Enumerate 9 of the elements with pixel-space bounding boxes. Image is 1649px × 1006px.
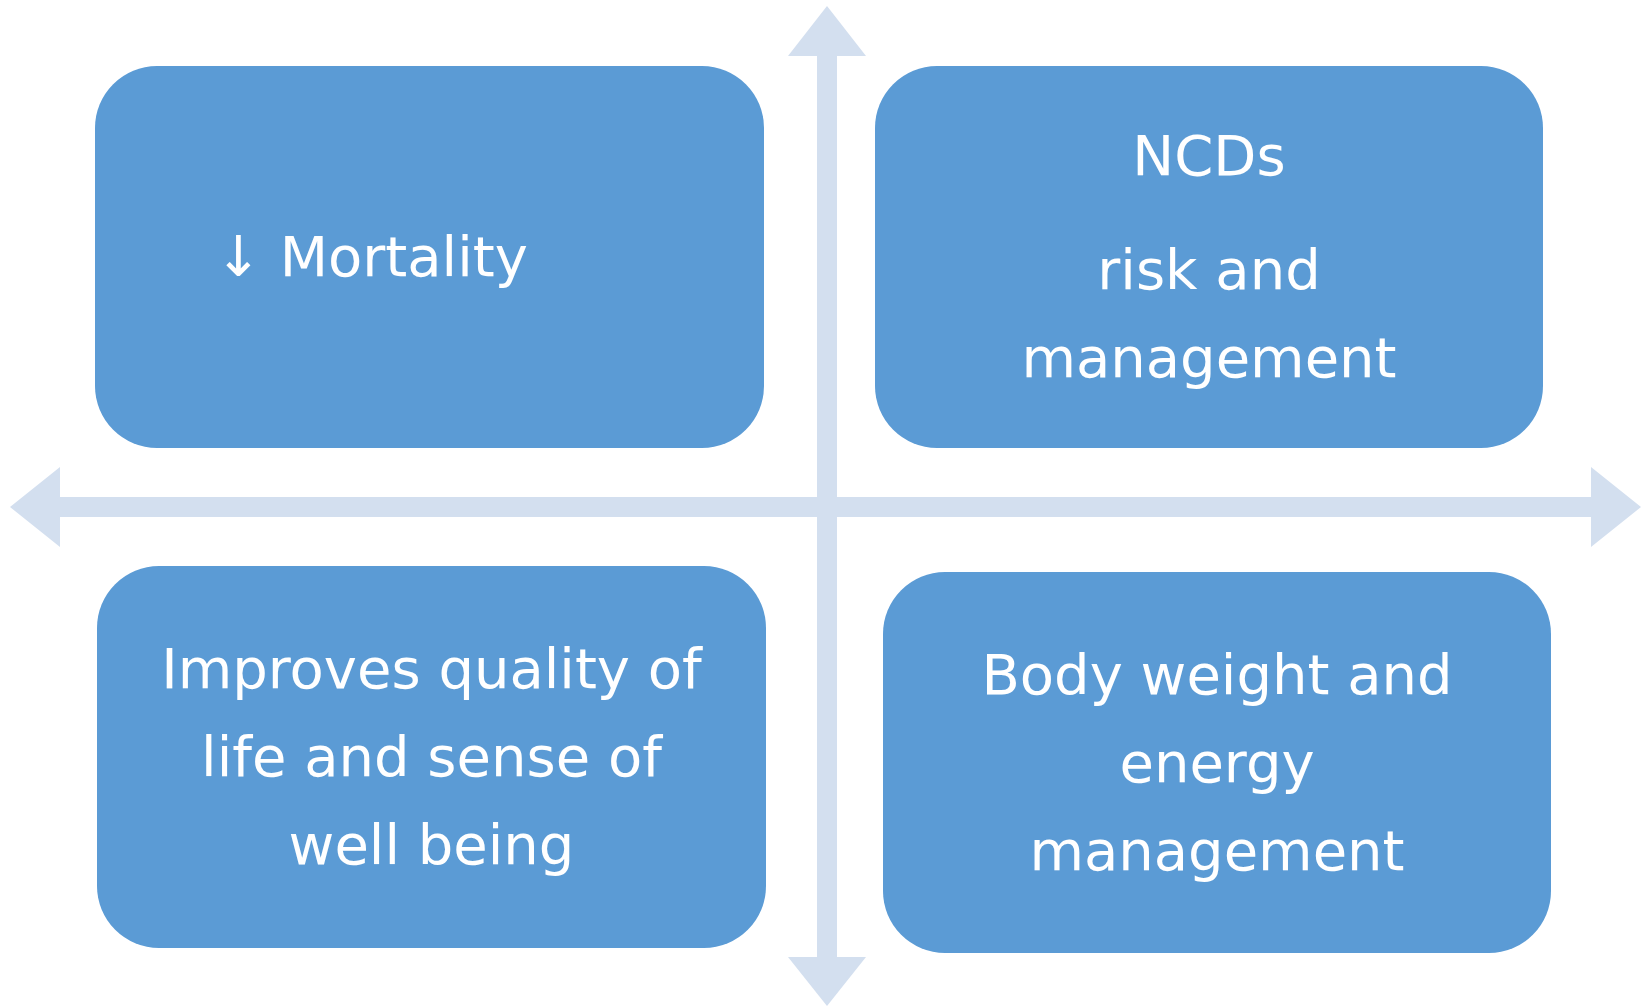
box-text: ↓ Mortality	[215, 223, 528, 291]
rounded-box	[95, 66, 764, 448]
rounded-box	[875, 66, 1543, 448]
box-text: risk and management	[1020, 236, 1398, 392]
rounded-box	[883, 572, 1551, 953]
box-text: NCDs	[1132, 122, 1286, 190]
box-text: Improves quality of life and sense of well being	[160, 635, 704, 879]
rounded-box	[97, 566, 766, 948]
box-text: Body weight and energy management	[980, 640, 1454, 885]
